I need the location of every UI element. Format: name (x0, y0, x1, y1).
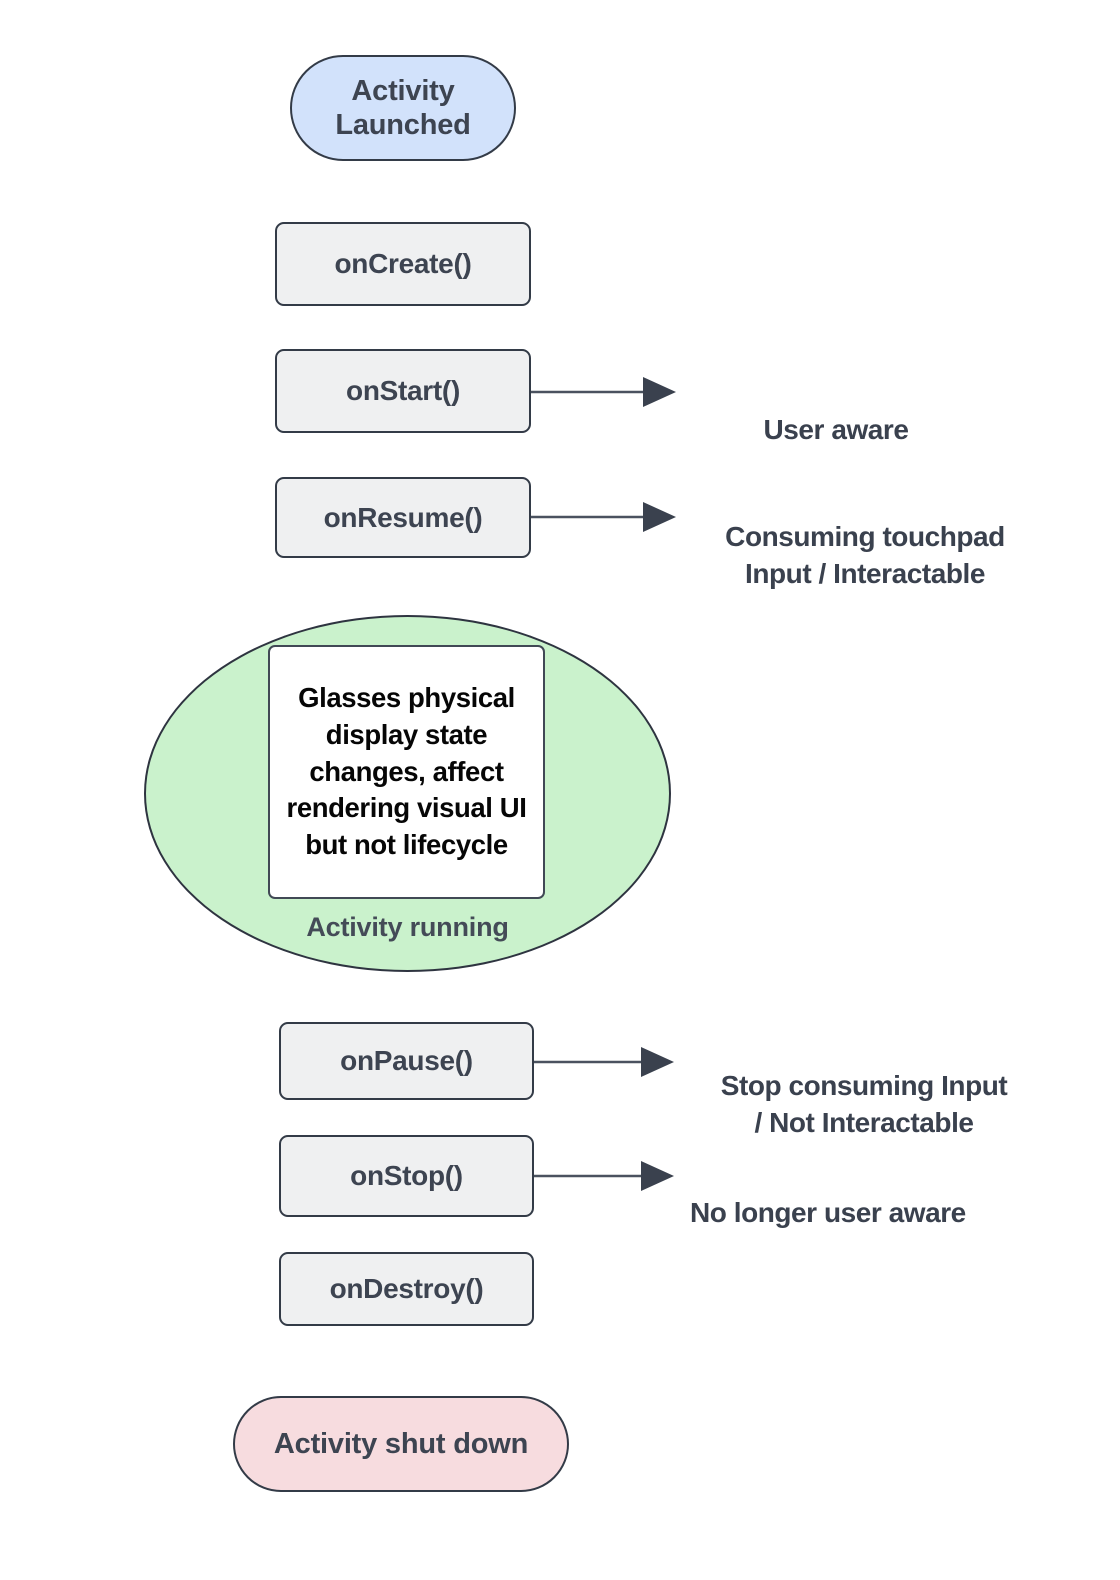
node-on-stop[interactable]: onStop() (279, 1135, 534, 1217)
node-activity-launched-line2: Launched (335, 109, 471, 141)
annotation-stop-consuming: Stop consuming Input / Not Interactable (688, 1030, 1040, 1142)
annotation-consuming-input: Consuming touchpad Input / Interactable (690, 481, 1040, 593)
node-on-resume[interactable]: onResume() (275, 477, 531, 558)
node-activity-shut-down-label: Activity shut down (273, 1427, 529, 1460)
node-activity-launched-line1: Activity (351, 74, 455, 107)
arrow-on-pause-to-stop-consuming (534, 1047, 674, 1077)
note-display-state-changes-text: Glasses physical display state changes, … (286, 681, 527, 861)
arrow-on-start-to-user-aware (531, 377, 676, 407)
node-on-resume-label: onResume() (323, 501, 483, 533)
annotation-no-longer-aware: No longer user aware (690, 1157, 1030, 1231)
annotation-consuming-input-text: Consuming touchpad Input / Interactable (725, 521, 1005, 590)
node-on-destroy-label: onDestroy() (329, 1273, 484, 1305)
node-on-pause[interactable]: onPause() (279, 1022, 534, 1100)
node-on-start[interactable]: onStart() (275, 349, 531, 433)
node-on-pause-label: onPause() (340, 1045, 473, 1077)
annotation-no-longer-aware-text: No longer user aware (690, 1197, 966, 1229)
arrow-on-stop-to-no-longer-aware (534, 1161, 674, 1191)
annotation-stop-consuming-text: Stop consuming Input / Not Interactable (720, 1070, 1008, 1139)
node-activity-shut-down[interactable]: Activity shut down (233, 1396, 569, 1492)
node-activity-launched-label: Activity Launched (335, 74, 471, 142)
node-on-create[interactable]: onCreate() (275, 222, 531, 306)
node-activity-running-label: Activity running (146, 912, 669, 943)
annotation-user-aware-text: User aware (763, 414, 909, 446)
node-activity-launched[interactable]: Activity Launched (290, 55, 516, 161)
node-on-destroy[interactable]: onDestroy() (279, 1252, 534, 1326)
node-on-start-label: onStart() (346, 375, 460, 407)
note-display-state-changes: Glasses physical display state changes, … (268, 645, 545, 899)
annotation-user-aware: User aware (700, 374, 972, 448)
node-on-stop-label: onStop() (350, 1160, 463, 1192)
node-on-create-label: onCreate() (334, 248, 472, 280)
arrow-on-resume-to-consuming-input (531, 502, 676, 532)
node-activity-running-label-text: Activity running (306, 912, 509, 942)
